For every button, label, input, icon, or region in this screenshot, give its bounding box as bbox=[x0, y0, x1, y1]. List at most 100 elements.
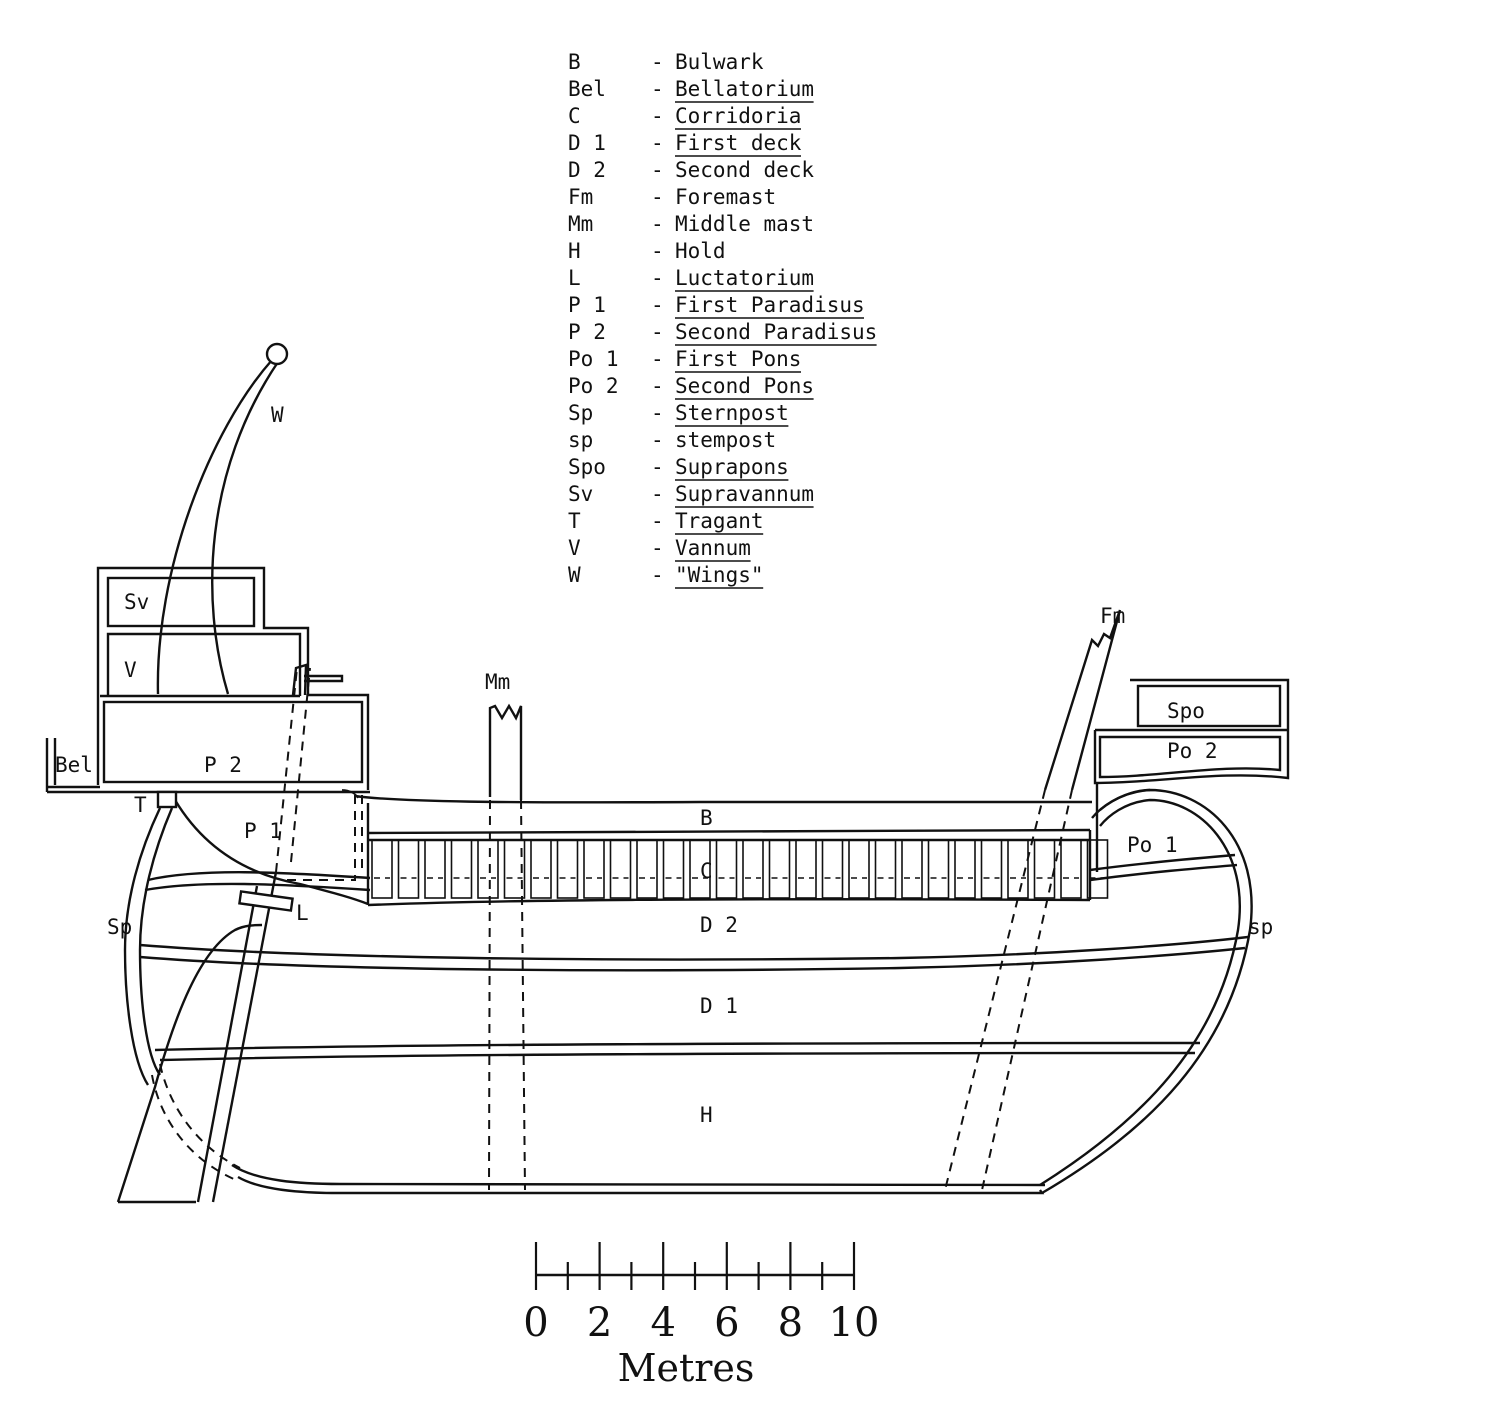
wings-inner bbox=[211, 361, 279, 695]
bulwark-bottom bbox=[367, 828, 1091, 835]
legend-code: Po 2 bbox=[568, 374, 619, 398]
wings-knob bbox=[265, 342, 289, 366]
legend-term: "Wings" bbox=[675, 563, 764, 587]
legend-dash: - bbox=[651, 347, 664, 371]
hull-bottom-inner bbox=[231, 1164, 1046, 1187]
legend-row: D 1 -First deck bbox=[568, 131, 802, 157]
foremast bbox=[1043, 609, 1122, 791]
corridoria-rib bbox=[424, 839, 446, 899]
sternpost-inner bbox=[138, 807, 174, 1076]
paradisus-1-curve bbox=[173, 799, 369, 906]
legend-dash: - bbox=[651, 212, 664, 236]
legend-code: W bbox=[568, 563, 581, 587]
corridoria-rib bbox=[556, 839, 579, 899]
legend-row: Mm-Middle mast bbox=[568, 212, 814, 236]
legend-row: P 1-First Paradisus bbox=[568, 293, 865, 319]
legend-code: T bbox=[568, 509, 581, 533]
deck-line-bow-b bbox=[1089, 863, 1238, 882]
legend-code: P 1 bbox=[568, 293, 606, 317]
legend-term: Second deck bbox=[675, 158, 814, 182]
legend-term: Tragant bbox=[675, 509, 764, 533]
legend-term: Bulwark bbox=[675, 50, 764, 74]
scale-number: 10 bbox=[829, 1300, 880, 1346]
legend-row: C-Corridoria bbox=[568, 104, 801, 130]
legend-row: L-Luctatorium bbox=[568, 266, 814, 292]
legend-term: First deck bbox=[675, 131, 802, 155]
corridoria-rib bbox=[1033, 839, 1056, 899]
corridoria-rib bbox=[715, 839, 738, 899]
label-supravannum: Sv bbox=[124, 590, 149, 614]
corridoria-rib bbox=[927, 839, 950, 899]
legend-term: Second Pons bbox=[675, 374, 814, 398]
tiller-dashed-2 bbox=[290, 667, 311, 863]
rudder-dashed-2 bbox=[159, 1063, 241, 1169]
legend-term: First Pons bbox=[675, 347, 801, 371]
label-pons-1: Po 1 bbox=[1127, 833, 1178, 857]
legend-dash: - bbox=[651, 455, 664, 479]
sternpost-outer bbox=[123, 807, 162, 1086]
legend-code: C bbox=[568, 104, 581, 128]
pons-1-top bbox=[1099, 788, 1151, 811]
legend-dash: - bbox=[651, 536, 664, 560]
tragant-box bbox=[156, 790, 178, 809]
suprapons-box bbox=[1136, 684, 1282, 728]
legend-code: D 2 bbox=[568, 158, 606, 182]
sterncastle-outer bbox=[96, 566, 370, 790]
legend-row: D 2 -Second deck bbox=[568, 158, 814, 182]
legend-code: D 1 bbox=[568, 131, 606, 155]
legend-dash: - bbox=[651, 293, 664, 317]
scale-number: 8 bbox=[778, 1300, 803, 1346]
legend-term: Supravannum bbox=[675, 482, 814, 506]
legend-dash: - bbox=[651, 239, 664, 263]
corridoria-rib bbox=[768, 839, 791, 899]
legend-term: stempost bbox=[675, 428, 776, 452]
legend-code: V bbox=[568, 536, 581, 560]
label-foremast: Fm bbox=[1100, 604, 1125, 628]
wings-outer bbox=[156, 359, 273, 695]
luctatorium-bar bbox=[238, 890, 294, 912]
legend-code: L bbox=[568, 266, 581, 290]
corridoria-rib bbox=[662, 839, 685, 899]
legend-dash: - bbox=[651, 104, 664, 128]
tiller-post-right bbox=[211, 871, 278, 1203]
deck-line-upper-b bbox=[144, 882, 371, 892]
corridoria-rib bbox=[583, 839, 605, 899]
legend-code: H bbox=[568, 239, 581, 263]
ship-drawing bbox=[45, 342, 1290, 1204]
legend-dash: - bbox=[651, 77, 664, 101]
corridoria-rib bbox=[742, 839, 764, 899]
corridoria-rib bbox=[821, 839, 844, 899]
foremast-dashed-right bbox=[981, 789, 1073, 1191]
legend-dash: - bbox=[651, 563, 664, 587]
corridoria-rib bbox=[980, 839, 1003, 899]
legend-dash: - bbox=[651, 131, 664, 155]
legend-row: Po 1 -First Pons bbox=[568, 347, 801, 373]
legend-dash: - bbox=[651, 158, 664, 182]
scale-number: 0 bbox=[523, 1300, 548, 1346]
legend-dash: - bbox=[651, 185, 664, 209]
label-wings: W bbox=[271, 403, 284, 427]
corridoria-rib bbox=[901, 839, 923, 899]
legend-dash: - bbox=[651, 50, 664, 74]
legend-code: Po 1 bbox=[568, 347, 619, 371]
corridoria-rib bbox=[477, 839, 499, 899]
rudder bbox=[116, 923, 263, 1203]
label-first-deck: D 1 bbox=[700, 994, 738, 1018]
vannum-box bbox=[106, 632, 302, 696]
legend-dash: - bbox=[651, 401, 664, 425]
legend-code: Bel bbox=[568, 77, 606, 101]
legend-code: P 2 bbox=[568, 320, 606, 344]
scale-number: 6 bbox=[714, 1300, 739, 1346]
label-pons-2: Po 2 bbox=[1167, 739, 1218, 763]
legend-term: Second Paradisus bbox=[675, 320, 877, 344]
deck-d1-line-a bbox=[154, 1041, 1201, 1052]
scale-number: 2 bbox=[587, 1300, 612, 1346]
scale-number: 4 bbox=[650, 1300, 675, 1346]
corridoria-rib bbox=[874, 839, 897, 899]
deck-d2-line-a bbox=[139, 935, 1249, 961]
corridoria-rib bbox=[530, 839, 552, 899]
corridoria-rib bbox=[954, 839, 976, 899]
